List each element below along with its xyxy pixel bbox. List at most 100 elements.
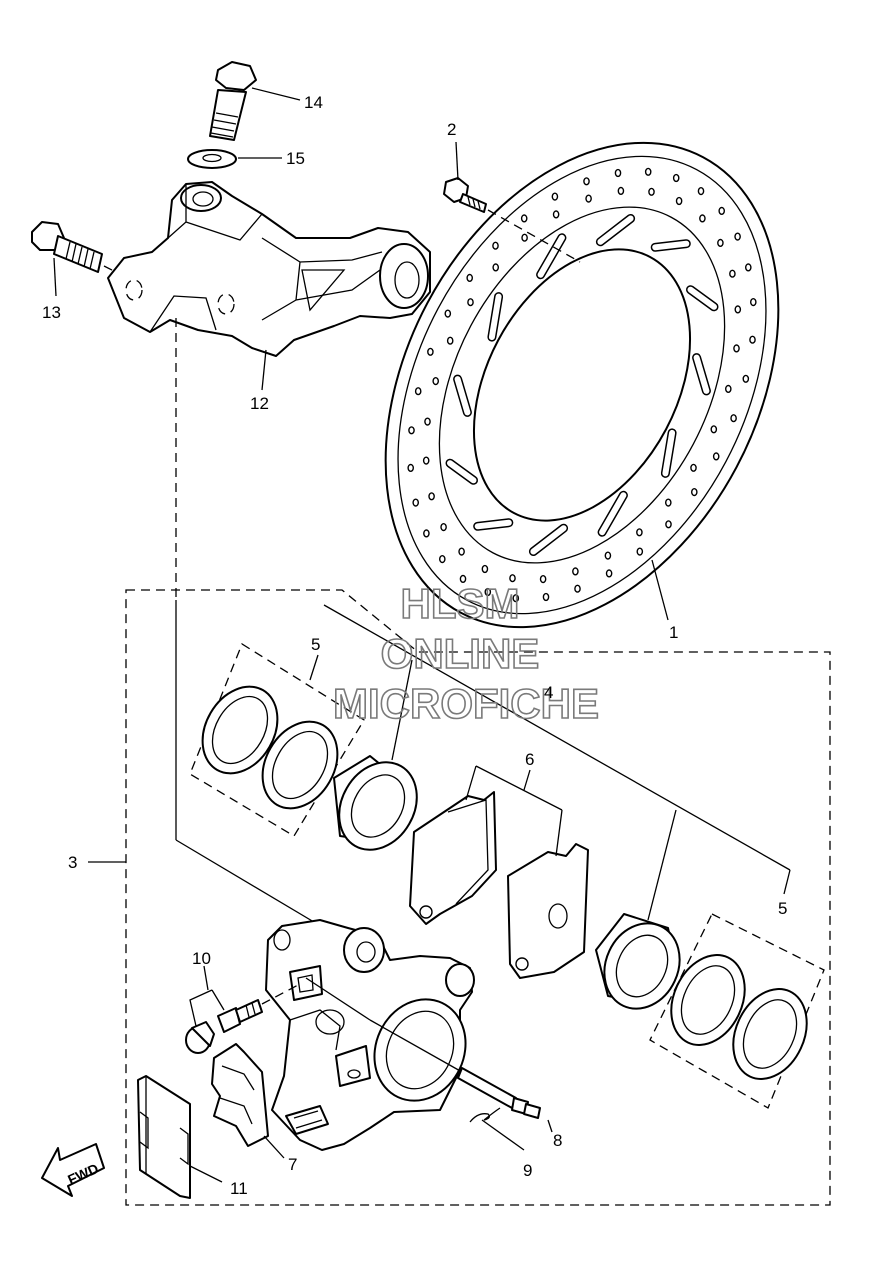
disc-vent-slot xyxy=(599,492,627,536)
disc-drill-hole xyxy=(718,206,726,216)
disc-drill-hole xyxy=(745,263,752,272)
disc-drill-hole xyxy=(583,177,590,186)
pad-shim xyxy=(137,1075,223,1199)
disc-drill-hole xyxy=(512,594,520,603)
disc-drill-hole xyxy=(521,233,528,242)
bracket-bolt xyxy=(209,61,257,141)
disc-drill-hole xyxy=(734,305,742,314)
pin-clip xyxy=(469,1107,525,1151)
disc-vent-slot xyxy=(537,234,565,278)
disc-drill-hole xyxy=(408,426,415,435)
disc-bolt xyxy=(443,177,581,263)
watermark-line-3: MICROFICHE xyxy=(333,680,599,727)
disc-drill-hole xyxy=(551,192,559,201)
disc-drill-hole xyxy=(574,584,581,593)
disc-vent-slot xyxy=(488,293,502,341)
callout-7: 7 xyxy=(288,1155,297,1174)
callout-3: 3 xyxy=(68,853,77,872)
disc-drill-hole xyxy=(750,298,757,307)
disc-drill-hole xyxy=(675,196,683,206)
disc-drill-hole xyxy=(636,547,644,556)
disc-drill-hole xyxy=(690,463,697,472)
disc-vent-slot xyxy=(474,519,512,530)
disc-drill-hole xyxy=(729,269,736,278)
disc-vent-slot xyxy=(447,460,477,484)
piston-leader-lines xyxy=(323,604,791,921)
disc-drill-hole xyxy=(749,335,756,344)
brake-pads xyxy=(409,765,589,979)
disc-drill-hole xyxy=(423,529,430,538)
disc-drill-hole xyxy=(428,492,435,501)
disc-drill-hole xyxy=(665,498,672,507)
caliper-bracket xyxy=(107,181,431,929)
disc-drill-hole xyxy=(539,574,547,584)
disc-drill-hole xyxy=(520,214,528,223)
callout-labels: 1 2 3 4 5 5 6 7 8 9 10 11 12 13 14 15 xyxy=(42,93,787,1198)
disc-vent-slot xyxy=(652,240,690,251)
disc-drill-hole xyxy=(542,592,550,602)
disc-drill-hole xyxy=(604,551,612,560)
disc-drill-hole xyxy=(725,384,732,394)
callout-4: 4 xyxy=(544,683,553,702)
disc-drill-hole xyxy=(730,414,737,423)
piston-right xyxy=(595,913,681,1010)
callout-8: 8 xyxy=(553,1131,562,1150)
callout-6: 6 xyxy=(525,750,534,769)
disc-drill-hole xyxy=(605,569,613,578)
piston-left xyxy=(333,755,418,851)
disc-drill-hole xyxy=(665,520,672,529)
seal-kit-left xyxy=(189,643,365,837)
disc-drill-hole xyxy=(424,417,431,426)
disc-vent-slot xyxy=(662,429,676,477)
washer xyxy=(187,149,237,169)
bleed-screw xyxy=(185,983,301,1054)
disc-drill-hole xyxy=(432,377,440,386)
disc-drill-hole xyxy=(617,186,625,196)
disc-drill-hole xyxy=(699,214,706,223)
callout-14: 14 xyxy=(304,93,323,112)
callout-9: 9 xyxy=(523,1161,532,1180)
disc-drill-hole xyxy=(492,241,499,250)
disc-drill-hole xyxy=(572,567,579,576)
callout-12: 12 xyxy=(250,394,269,413)
disc-drill-hole xyxy=(672,173,680,183)
forward-direction-arrow: FWD xyxy=(41,1143,105,1197)
bracket-mount-bolt xyxy=(31,221,137,283)
disc-drill-hole xyxy=(717,238,724,248)
disc-drill-hole xyxy=(710,425,718,434)
disc-vent-slot xyxy=(687,286,717,310)
disc-drill-hole xyxy=(648,187,655,196)
callout-1: 1 xyxy=(669,623,678,642)
disc-drill-hole xyxy=(458,547,465,556)
disc-drill-hole xyxy=(467,298,474,307)
disc-drill-hole xyxy=(697,187,705,196)
disc-vent-slots xyxy=(445,214,719,556)
caliper-assembly-outline xyxy=(125,589,831,1206)
pad-spring xyxy=(211,1043,285,1159)
disc-drill-hole xyxy=(481,564,489,574)
callout-2: 2 xyxy=(447,120,456,139)
callout-leaders xyxy=(53,87,669,1133)
disc-drill-holes xyxy=(407,167,757,603)
disc-drill-hole xyxy=(440,522,447,532)
disc-drill-hole xyxy=(742,374,750,383)
seal-kit-right xyxy=(649,913,825,1109)
disc-drill-hole xyxy=(438,554,446,564)
disc-drill-hole xyxy=(466,273,474,283)
disc-drill-hole xyxy=(492,263,500,272)
watermark-line-2: ONLINE xyxy=(381,630,540,677)
brake-disc xyxy=(384,141,780,629)
disc-drill-hole xyxy=(691,488,698,497)
pad-pin xyxy=(305,977,541,1119)
disc-drill-hole xyxy=(552,210,560,219)
disc-drill-hole xyxy=(446,336,454,345)
callout-15: 15 xyxy=(286,149,305,168)
callout-5-right: 5 xyxy=(778,899,787,918)
watermark: HLSM ONLINE MICROFICHE xyxy=(332,579,600,728)
watermark-line-1: HLSM xyxy=(401,580,520,627)
disc-vent-slot xyxy=(693,354,710,394)
disc-drill-hole xyxy=(733,344,740,353)
disc-drill-hole xyxy=(459,574,467,584)
disc-drill-hole xyxy=(427,347,434,356)
disc-drill-hole xyxy=(444,309,452,318)
